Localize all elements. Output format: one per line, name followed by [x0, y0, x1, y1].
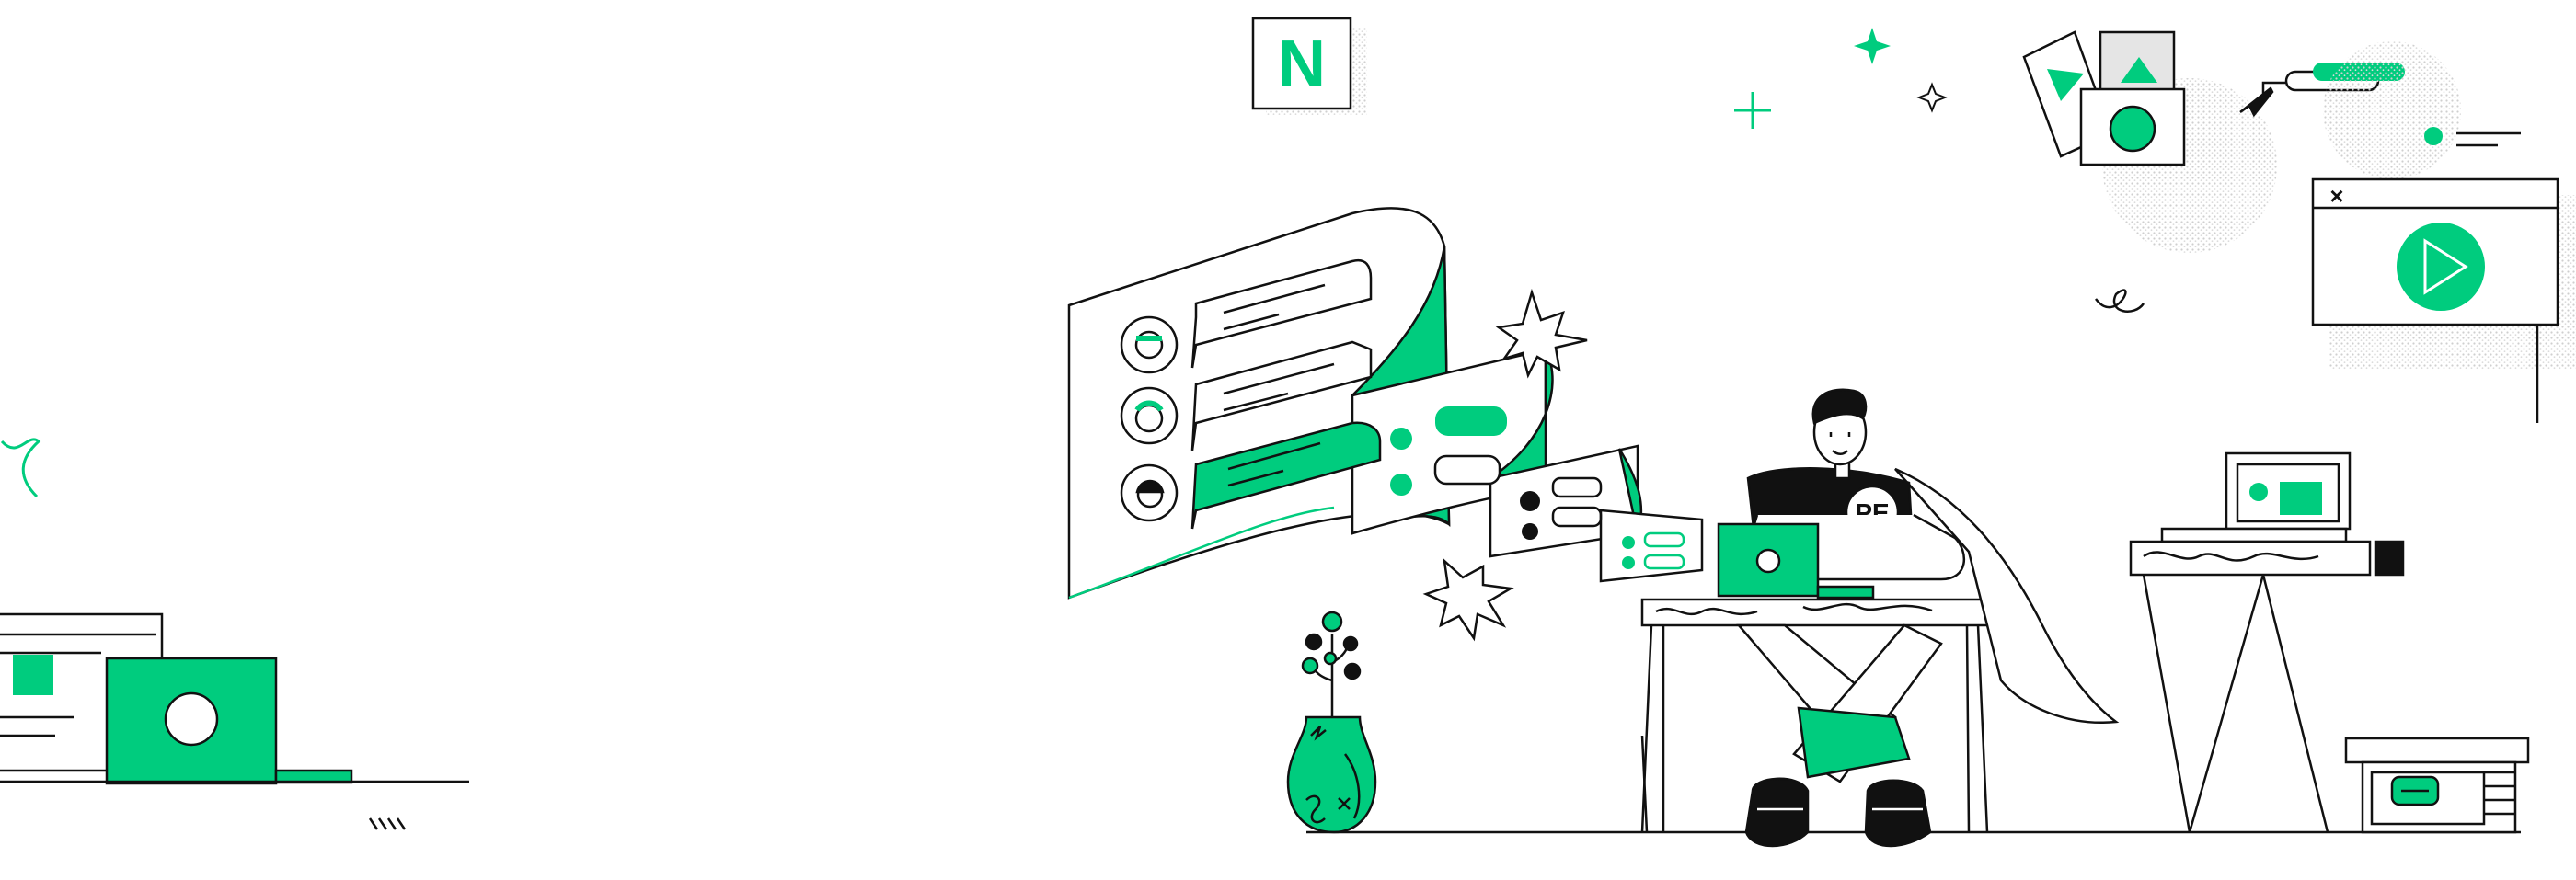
left-curl-icon: [0, 438, 41, 498]
star-burst-icon: [1422, 288, 1588, 642]
image-card-icon: [2022, 30, 2277, 253]
laptop-icon: [1717, 522, 1875, 600]
person-with-cape: PE: [1736, 388, 2120, 848]
plant-vase: [1286, 611, 1377, 834]
close-icon: ×: [2329, 182, 2343, 210]
play-icon: [2397, 223, 2485, 311]
logo-card: N: [1251, 17, 1367, 115]
dot-lines-decor: [2323, 41, 2521, 179]
chat-banner: [1067, 207, 1704, 600]
left-desk-scene: [0, 438, 469, 830]
side-table: [2129, 451, 2405, 833]
sparkle-icon: [1734, 28, 2145, 313]
desk: [1640, 598, 1992, 833]
storage-box: [2344, 737, 2530, 834]
avatar-icon: [1120, 315, 1179, 522]
logo-letter: N: [1278, 28, 1326, 101]
video-window: ×: [2311, 177, 2576, 423]
